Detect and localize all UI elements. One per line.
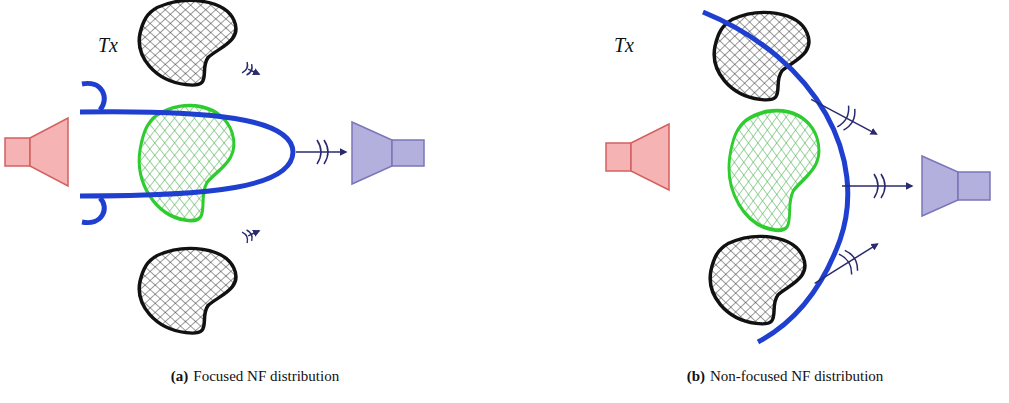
panel-letter: (b): [687, 368, 705, 385]
wavefront: [703, 12, 848, 342]
wave-arrow: [806, 89, 883, 145]
target-blob: [139, 106, 234, 221]
wave-arrow: [842, 174, 912, 198]
caption-text: Focused NF distribution: [193, 368, 339, 385]
side-lobe: [82, 83, 104, 110]
wave-arrow: [242, 62, 262, 80]
transmitter-antenna: [606, 124, 669, 190]
wave-arrow: [296, 140, 346, 164]
panel-letter: (a): [171, 368, 189, 385]
receiver-antenna: [352, 122, 424, 184]
scatterer-blob: [139, 248, 236, 333]
side-lobe: [82, 198, 104, 223]
wave-arrow: [242, 225, 262, 243]
panel-caption: (a)Focused NF distribution: [171, 368, 339, 385]
antenna-label: Tx: [98, 34, 118, 57]
scatterer-blob: [710, 236, 805, 323]
receiver-antenna: [922, 156, 990, 216]
caption-text: Non-focused NF distribution: [710, 368, 883, 385]
antenna-label: Tx: [614, 34, 634, 57]
scatterer-blob: [139, 0, 236, 85]
wave-arrow: [808, 234, 883, 294]
target-blob: [729, 111, 819, 231]
transmitter-antenna: [5, 118, 68, 186]
panel-caption: (b) Non-focused NF distribution: [687, 368, 884, 385]
focused-beam: [80, 112, 293, 196]
